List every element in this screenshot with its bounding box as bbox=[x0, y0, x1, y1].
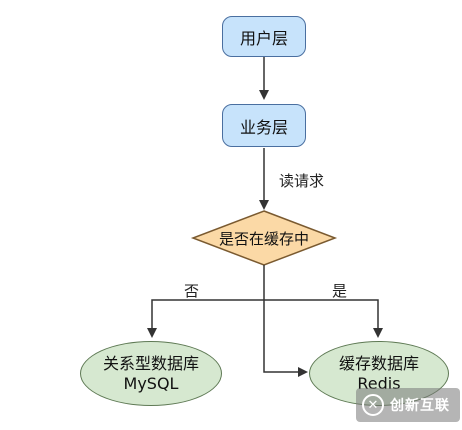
user-layer-label: 用户层 bbox=[239, 28, 288, 48]
decision-node: 是否在缓存中 bbox=[193, 211, 335, 265]
relational-db-sublabel: MySQL bbox=[123, 373, 179, 393]
watermark: ✕ 创新互联 bbox=[356, 388, 460, 422]
watermark-text: 创新互联 bbox=[390, 398, 450, 414]
x-logo-icon: ✕ bbox=[362, 394, 384, 416]
arrow-no-branch bbox=[147, 299, 264, 338]
decision-label: 是否在缓存中 bbox=[218, 229, 309, 248]
read-request-label: 读请求 bbox=[279, 172, 325, 190]
yes-branch-label: 是 bbox=[332, 282, 348, 300]
business-layer-node: 业务层 bbox=[222, 104, 306, 147]
no-branch-label: 否 bbox=[184, 282, 200, 300]
arrow-yes-branch bbox=[264, 299, 383, 338]
relational-db-label: 关系型数据库 bbox=[102, 353, 199, 373]
business-layer-label: 业务层 bbox=[239, 117, 288, 137]
arrow-center-to-redis bbox=[263, 300, 308, 377]
cache-db-label: 缓存数据库 bbox=[338, 353, 419, 373]
relational-db-node: 关系型数据库 MySQL bbox=[80, 341, 222, 406]
user-layer-node: 用户层 bbox=[222, 16, 306, 57]
cache-db-sublabel: Redis bbox=[357, 373, 401, 393]
